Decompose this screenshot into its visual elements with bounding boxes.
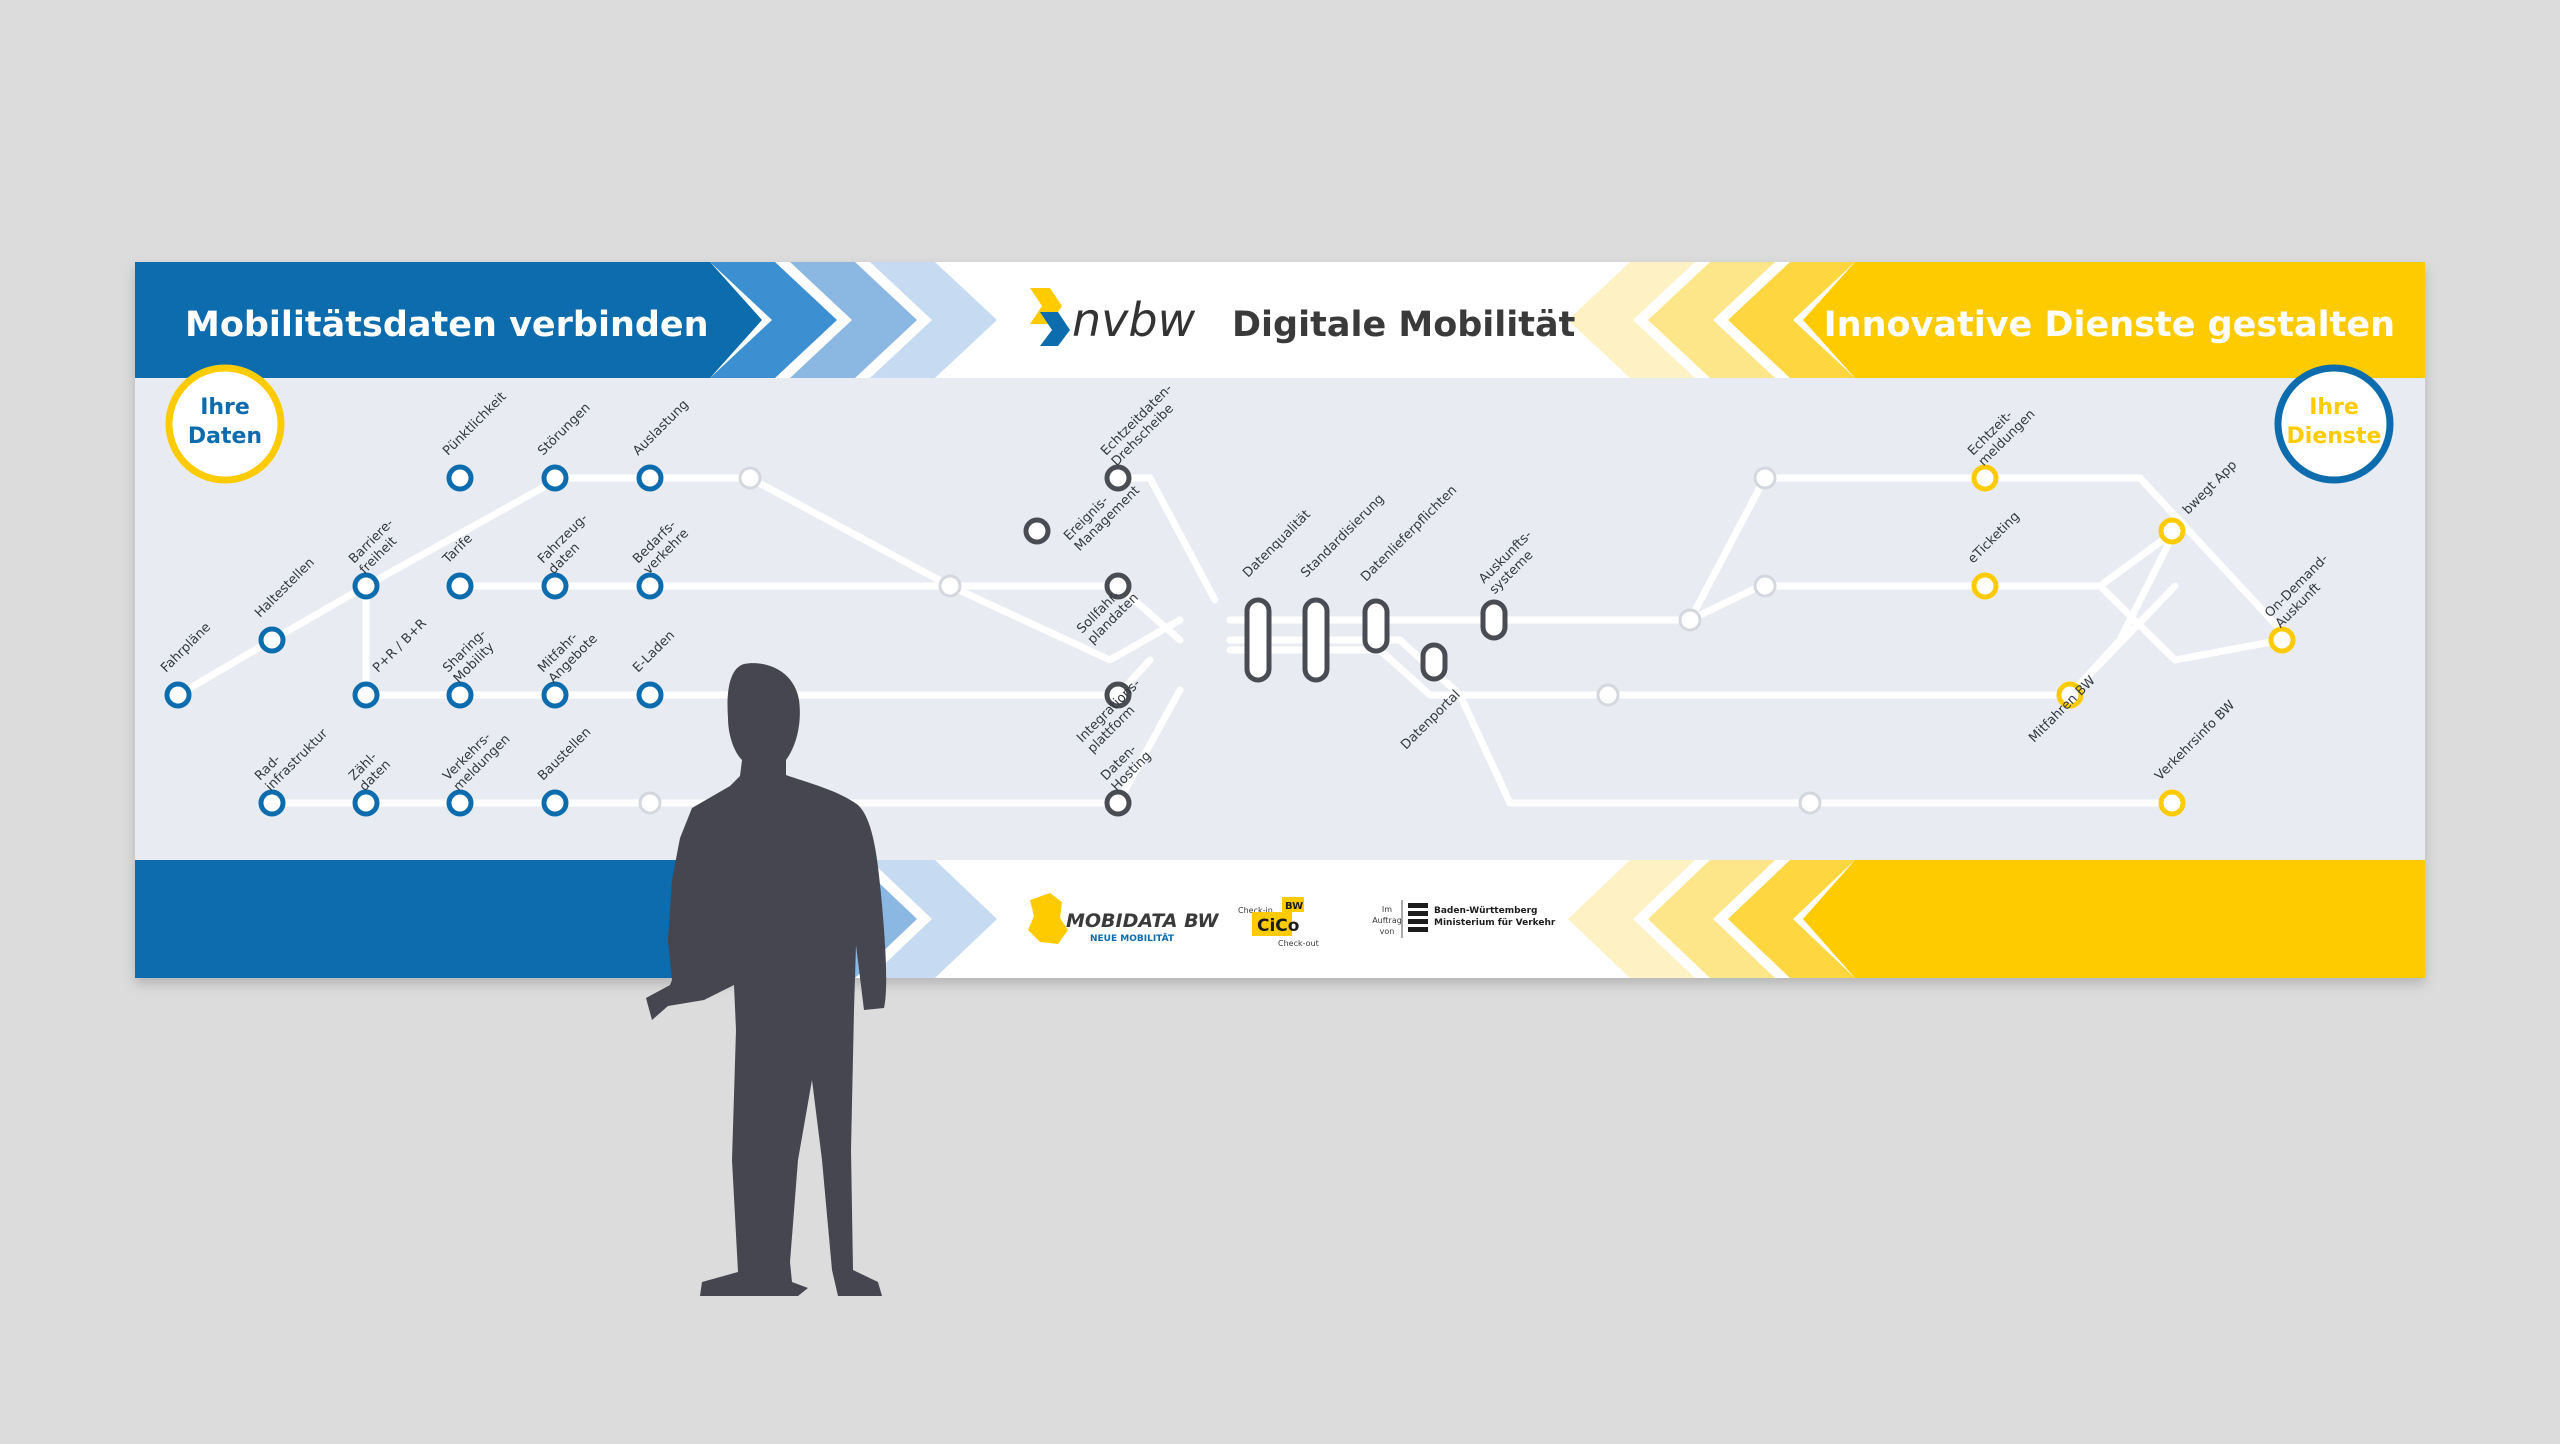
network-stations [164,464,2296,817]
station-verkehrsinfo [2158,789,2186,817]
header-right-bar [1803,262,2425,378]
junction-dot [1753,574,1777,598]
station-stoerungen [541,464,569,492]
cico-bw: BW [1285,901,1303,912]
badge-ihre-daten-ring [165,364,285,484]
chevron-bot-r3 [1568,860,1695,978]
station-echtzeit_dreh [1104,464,1132,492]
chevron-top-3 [870,262,997,378]
station-auslastung [636,464,664,492]
junction-dot [738,466,762,490]
station-sollfahr [1104,572,1132,600]
junction-dot [938,574,962,598]
badge-ihre-daten-line1: Ihre [200,395,250,420]
header-right-title: Innovative Dienste gestalten [1824,305,2395,345]
chevron-top-2 [790,262,917,378]
station-ereignis [1023,517,1051,545]
station-hosting [1104,789,1132,817]
station-zaehl [352,789,380,817]
auftrag-line2: Auftrag [1372,916,1402,925]
badge-ihre-dienste-line1: Ihre [2309,395,2359,420]
ministry-line1: Baden-Württemberg [1434,906,1538,916]
lion-crest-icon [1408,903,1428,932]
cico-mark-bg [1252,912,1292,936]
junction-dot [1753,466,1777,490]
badge-ihre-dienste: Ihre Dienste [2274,364,2394,484]
cico-bw-bg [1282,897,1304,912]
station-puenktlichkeit [446,464,474,492]
station-baustellen [541,789,569,817]
station-echtzeitmeld [1971,464,1999,492]
junction-dot [1678,608,1702,632]
station-haltestellen [258,626,286,654]
chevron-bot-r2 [1648,860,1775,978]
ministry-logo: Im Auftrag von Baden-Württemberg Ministe… [1372,900,1556,938]
station-integration [1104,681,1132,709]
chevron-bot-3 [870,860,997,978]
badge-ihre-daten: Ihre Daten [165,364,285,484]
network-line [2066,527,2179,699]
junction-dot [638,791,662,815]
mobidata-logo: MOBIDATA BW NEUE MOBILITÄT [1028,893,1220,944]
auftrag-line1: Im [1382,905,1392,914]
nvbw-logo-text: nvbw [1072,293,1196,347]
chevron-top-r1 [1728,262,1855,378]
ministry-line2: Ministerium für Verkehr [1434,918,1556,928]
station-pr [352,681,380,709]
station-portal [1420,642,1448,682]
mobidata-subtitle: NEUE MOBILITÄT [1090,933,1175,944]
station-mitfahr [541,681,569,709]
cico-logo: Check-in CiCo BW Check-out [1238,897,1319,948]
station-qualitaet [1244,597,1272,683]
station-standard [1302,597,1330,683]
station-liefer [1362,598,1390,654]
footer-left-bar [135,860,762,978]
nvbw-logo-mark2-icon [1040,312,1070,346]
junction-dot [1596,683,1620,707]
badge-ihre-dienste-ring [2274,364,2394,484]
station-mitfahren [2056,681,2084,709]
header-left-title: Mobilitätsdaten verbinden [185,305,709,345]
station-eticketing [1971,572,1999,600]
cico-checkin: Check-in [1238,906,1273,915]
chevron-top-r3 [1568,262,1695,378]
network-line [2096,582,2286,664]
station-rad [258,789,286,817]
station-ondemand [2268,626,2296,654]
station-auskunft [1480,599,1508,641]
station-fahrplaene [164,681,192,709]
chevron-top-r2 [1648,262,1775,378]
chevron-top-1 [710,262,837,378]
station-bedarf [636,572,664,600]
junction-dot [1798,791,1822,815]
mobidata-map-icon [1028,893,1068,944]
chevron-bot-r1 [1728,860,1855,978]
header-left-bar [135,262,762,378]
cico-mark: CiCo [1257,916,1299,936]
station-barriere [352,572,380,600]
badge-ihre-daten-line2: Daten [188,424,262,449]
auftrag-line3: von [1380,927,1395,936]
station-tarife [446,572,474,600]
station-sharing [446,681,474,709]
mobidata-title: MOBIDATA BW [1066,910,1220,932]
badge-ihre-dienste-line2: Dienste [2287,424,2382,449]
station-eladen [636,681,664,709]
station-fahrzeug [541,572,569,600]
station-verkehrsmeld [446,789,474,817]
header-center-title: Digitale Mobilität [1232,305,1575,345]
person-silhouette-icon [646,663,887,1296]
nvbw-logo: nvbw [1030,288,1196,347]
footer-right-bar [1803,860,2425,978]
cico-checkout: Check-out [1278,939,1319,948]
station-bwegt [2158,517,2186,545]
